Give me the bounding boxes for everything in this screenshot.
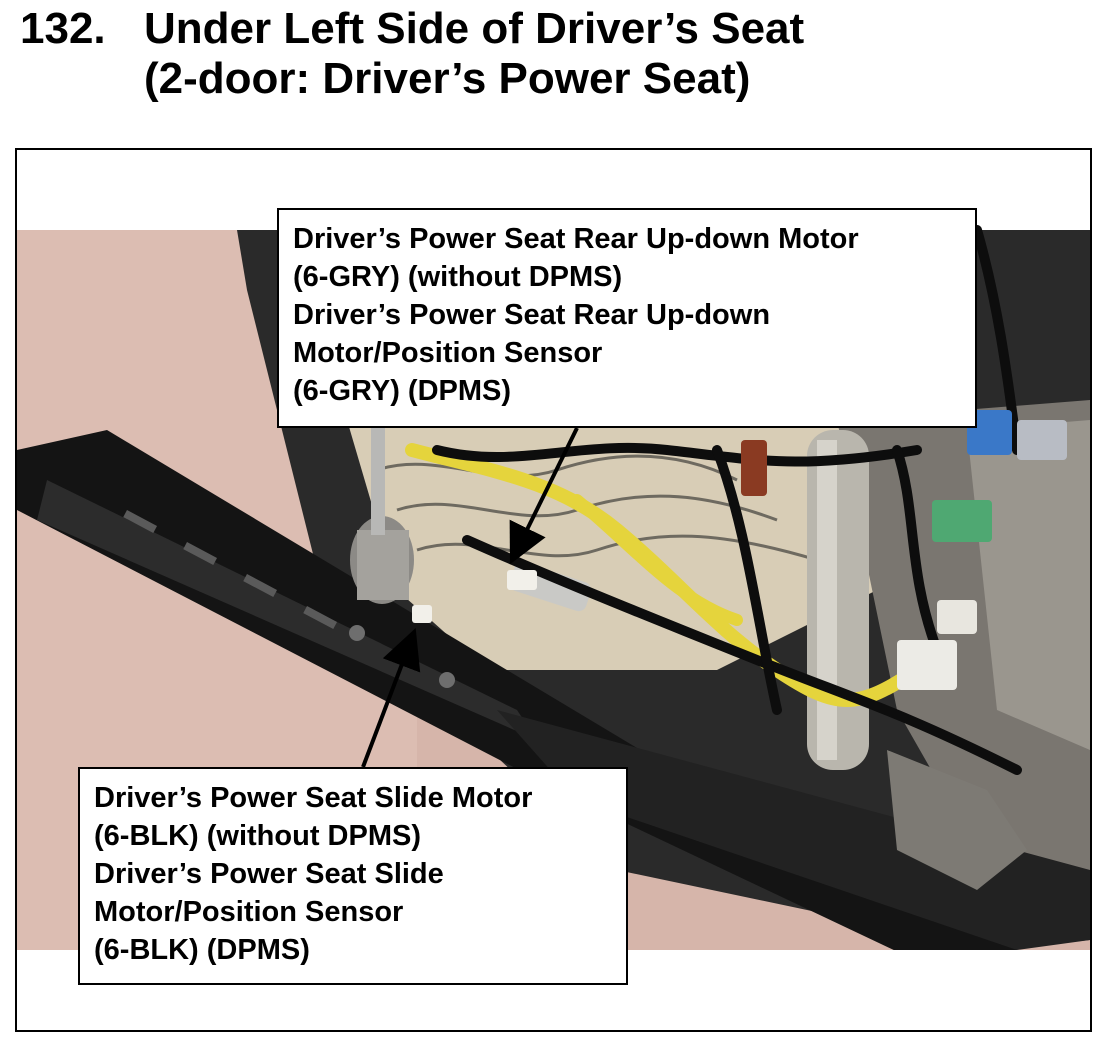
callout-rear-updown-motor: Driver’s Power Seat Rear Up-down Motor (…: [277, 208, 977, 428]
callout-slide-motor: Driver’s Power Seat Slide Motor (6-BLK) …: [78, 767, 628, 985]
callout-line: Driver’s Power Seat Slide: [94, 858, 444, 890]
callout-line: Motor/Position Sensor: [293, 337, 603, 369]
callout-line: Motor/Position Sensor: [94, 896, 404, 928]
callout-line: (6-BLK) (DPMS): [94, 934, 310, 966]
callout-line: (6-BLK) (without DPMS): [94, 820, 421, 852]
page-title: 132. Under Left Side of Driver’s Seat (2-…: [20, 4, 804, 104]
title-line-2: (2-door: Driver’s Power Seat): [144, 54, 751, 103]
callout-line: (6-GRY) (without DPMS): [293, 261, 623, 293]
callout-line: Driver’s Power Seat Slide Motor: [94, 782, 533, 814]
figure-number: 132.: [20, 4, 106, 53]
callout-line: Driver’s Power Seat Rear Up-down Motor: [293, 223, 859, 255]
callout-line: (6-GRY) (DPMS): [293, 375, 512, 407]
photo-frame: Driver’s Power Seat Rear Up-down Motor (…: [15, 148, 1092, 1032]
title-line-1: Under Left Side of Driver’s Seat: [144, 4, 805, 53]
callout-line: Driver’s Power Seat Rear Up-down: [293, 299, 771, 331]
